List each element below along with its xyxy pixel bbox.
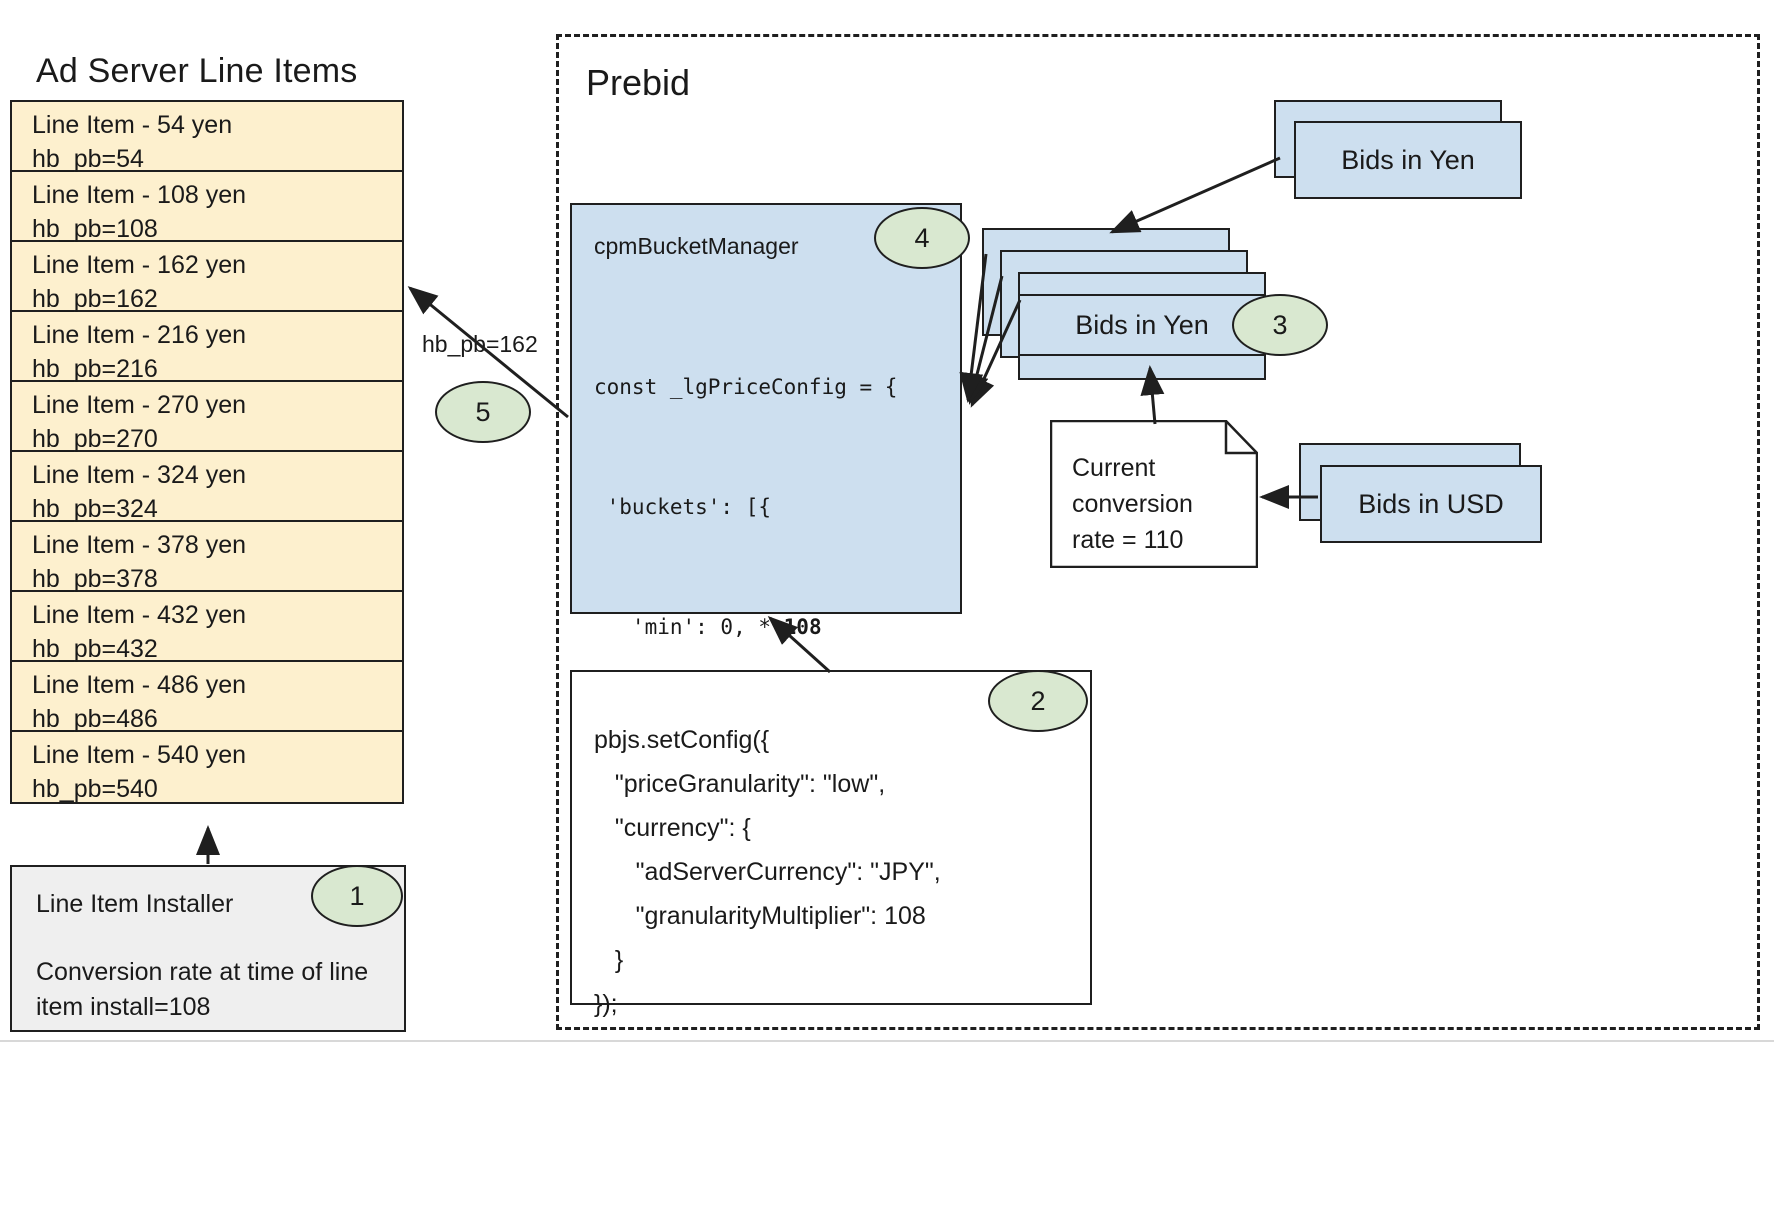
- step-badge-1[interactable]: 1: [311, 865, 403, 927]
- conversion-note-text: Current conversion rate = 110: [1072, 454, 1193, 554]
- line-item-key: hb_pb=216: [32, 355, 158, 383]
- list-item[interactable]: Line Item - 270 yen hb_pb=270: [12, 382, 402, 453]
- line-item-name: Line Item - 216 yen: [32, 321, 247, 349]
- line-item-installer-title: Line Item Installer: [36, 890, 234, 918]
- list-item[interactable]: Line Item - 540 yen hb_pb=540: [12, 732, 402, 803]
- line-item-key: hb_pb=378: [32, 565, 158, 593]
- list-item[interactable]: Line Item - 486 yen hb_pb=486: [12, 662, 402, 733]
- line-item-key: hb_pb=324: [32, 495, 158, 523]
- code-line: 'min': 0, *: [594, 615, 784, 639]
- prebid-boundary: [556, 34, 1760, 1030]
- set-config-box: pbjs.setConfig({ "priceGranularity": "lo…: [570, 670, 1092, 1018]
- code-line: const _lgPriceConfig = {: [594, 375, 898, 399]
- line-item-key: hb_pb=162: [32, 285, 158, 313]
- step-badge-5[interactable]: 5: [435, 381, 531, 443]
- code-value: 108: [783, 615, 822, 639]
- code-line: 'buckets': [{: [594, 495, 772, 519]
- set-config-code: pbjs.setConfig({ "priceGranularity": "lo…: [594, 726, 941, 1018]
- list-item[interactable]: Line Item - 432 yen hb_pb=432: [12, 592, 402, 663]
- list-item[interactable]: Line Item - 324 yen hb_pb=324: [12, 452, 402, 523]
- line-item-name: Line Item - 270 yen: [32, 391, 247, 419]
- line-item-name: Line Item - 108 yen: [32, 181, 247, 209]
- line-item-key: hb_pb=432: [32, 635, 158, 663]
- line-item-name: Line Item - 540 yen: [32, 741, 247, 769]
- note-shape-icon: [1049, 419, 1259, 569]
- step-badge-3[interactable]: 3: [1232, 294, 1328, 356]
- line-item-name: Line Item - 54 yen: [32, 111, 233, 139]
- line-item-key: hb_pb=108: [32, 215, 158, 243]
- prebid-title: Prebid: [586, 62, 691, 103]
- line-item-name: Line Item - 162 yen: [32, 251, 247, 279]
- line-item-key: hb_pb=540: [32, 775, 158, 803]
- step-badge-2[interactable]: 2: [988, 670, 1088, 732]
- list-item[interactable]: Line Item - 378 yen hb_pb=378: [12, 522, 402, 593]
- bids-in-usd-box[interactable]: Bids in USD: [1320, 465, 1542, 543]
- bottom-strip: [0, 1040, 1774, 1192]
- ad-server-line-items-title: Ad Server Line Items: [36, 52, 358, 90]
- line-items-list: Line Item - 54 yen hb_pb=54 Line Item - …: [10, 100, 404, 804]
- line-item-name: Line Item - 432 yen: [32, 601, 247, 629]
- line-item-name: Line Item - 378 yen: [32, 531, 247, 559]
- bids-in-yen-box-middle[interactable]: Bids in Yen: [1018, 294, 1266, 356]
- line-item-installer-note: Conversion rate at time of line item ins…: [36, 958, 369, 1021]
- line-item-key: hb_pb=270: [32, 425, 158, 453]
- list-item[interactable]: Line Item - 162 yen hb_pb=162: [12, 242, 402, 313]
- line-item-key: hb_pb=54: [32, 145, 144, 173]
- line-item-name: Line Item - 324 yen: [32, 461, 247, 489]
- list-item[interactable]: Line Item - 108 yen hb_pb=108: [12, 172, 402, 243]
- line-item-key: hb_pb=486: [32, 705, 158, 733]
- step-badge-4[interactable]: 4: [874, 207, 970, 269]
- bids-in-yen-box-top[interactable]: Bids in Yen: [1294, 121, 1522, 199]
- cpm-bucket-manager-title: cpmBucketManager: [594, 233, 799, 259]
- list-item[interactable]: Line Item - 216 yen hb_pb=216: [12, 312, 402, 383]
- line-item-name: Line Item - 486 yen: [32, 671, 247, 699]
- current-conversion-rate-note: Current conversion rate = 110: [1049, 419, 1259, 569]
- list-item[interactable]: Line Item - 54 yen hb_pb=54: [12, 102, 402, 173]
- edge-label-hb-pb: hb_pb=162: [422, 331, 538, 357]
